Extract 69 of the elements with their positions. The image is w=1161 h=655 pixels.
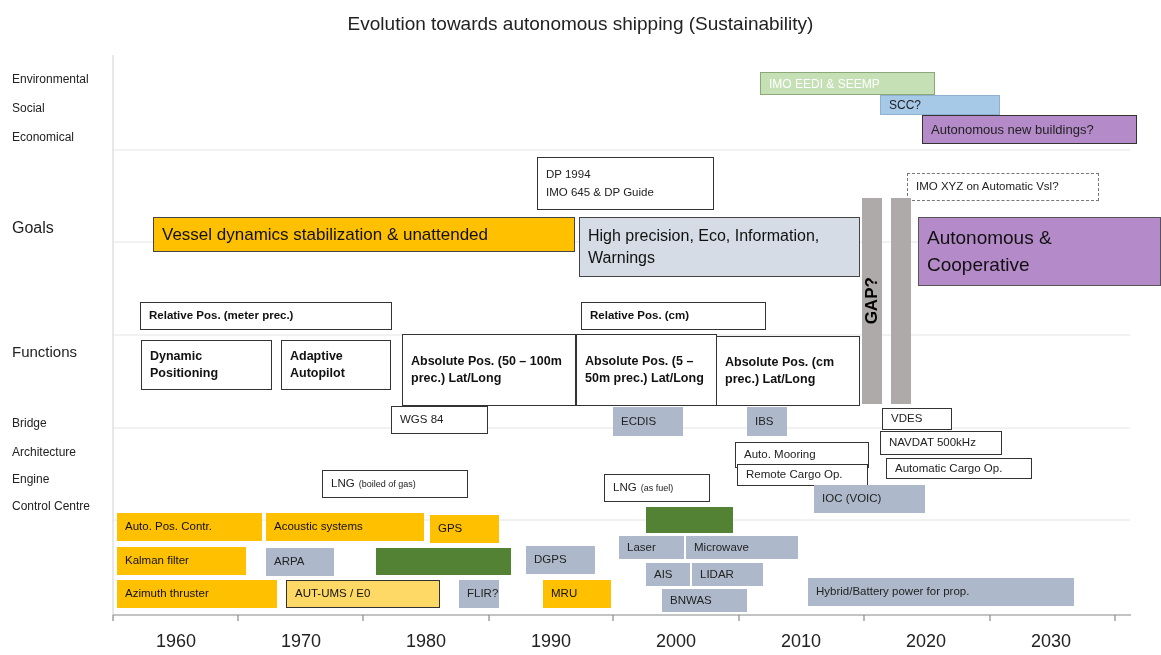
dashed-box: IMO XYZ on Automatic Vsl? bbox=[907, 173, 1099, 201]
row-label: Control Centre bbox=[12, 498, 91, 515]
row-label: Architecture bbox=[12, 444, 77, 461]
technology-box: AUT-UMS / E0 bbox=[286, 580, 440, 608]
technology-box: BNWAS bbox=[662, 589, 747, 612]
box-text: IMO 645 & DP Guide bbox=[546, 184, 654, 200]
title: Evolution towards autonomous shipping (Sustainability) bbox=[346, 12, 815, 36]
function-box: Absolute Pos. (5 – 50m prec.) Lat/Long bbox=[576, 334, 717, 406]
row-label: Goals bbox=[12, 218, 54, 238]
function-box: Absolute Pos. (50 – 100m prec.) Lat/Long bbox=[402, 334, 576, 406]
year-label: 1990 bbox=[531, 630, 571, 653]
timeline-box: Remote Cargo Op. bbox=[737, 464, 868, 486]
timeline-box bbox=[604, 474, 710, 502]
technology-box: Acoustic systems bbox=[266, 513, 424, 541]
technology-box bbox=[646, 507, 733, 533]
timeline-box: NAVDAT 500kHz bbox=[880, 431, 1002, 455]
year-label: 1970 bbox=[281, 630, 321, 653]
technology-box: FLIR? bbox=[459, 580, 499, 608]
technology-box: Auto. Pos. Contr. bbox=[117, 513, 262, 541]
gap-bar: GAP? bbox=[862, 198, 882, 404]
technology-box: AIS bbox=[646, 563, 690, 586]
row-label: Engine bbox=[12, 471, 50, 488]
gap-bar bbox=[891, 198, 911, 404]
function-box: Relative Pos. (meter prec.) bbox=[140, 302, 392, 330]
technology-box: Microwave bbox=[686, 536, 798, 559]
row-label: Functions bbox=[12, 342, 78, 362]
timeline-box: Automatic Cargo Op. bbox=[886, 458, 1032, 479]
technology-box: IOC (VOIC) bbox=[814, 485, 925, 513]
row-label: Social bbox=[12, 100, 45, 117]
year-label: 2030 bbox=[1031, 630, 1071, 653]
year-label: 2020 bbox=[906, 630, 946, 653]
technology-box: GPS bbox=[430, 515, 499, 543]
technology-box: DGPS bbox=[526, 546, 595, 574]
technology-box: Azimuth thruster bbox=[117, 580, 277, 608]
timeline-bar: IMO EEDI & SEEMP bbox=[760, 72, 935, 95]
function-box: Adaptive Autopilot bbox=[281, 340, 391, 390]
technology-box: MRU bbox=[543, 580, 611, 608]
year-label: 2010 bbox=[781, 630, 821, 653]
box-text: DP 1994 bbox=[546, 167, 592, 183]
technology-box: ECDIS bbox=[613, 407, 683, 436]
function-box: Dynamic Positioning bbox=[141, 340, 272, 390]
technology-box bbox=[376, 548, 511, 575]
box-text: (boiled of gas) bbox=[358, 478, 416, 492]
box-text: LNG bbox=[331, 476, 355, 492]
timeline-box: VDES bbox=[882, 408, 952, 430]
technology-box: ARPA bbox=[266, 548, 334, 576]
technology-box: LIDAR bbox=[692, 563, 763, 586]
year-label: 1980 bbox=[406, 630, 446, 653]
row-label: Bridge bbox=[12, 415, 47, 432]
timeline-bar: Autonomous new buildings? bbox=[922, 115, 1137, 144]
goal-box: Vessel dynamics stabilization & unattended bbox=[153, 217, 575, 252]
row-label: Environmental bbox=[12, 71, 89, 88]
function-box: Relative Pos. (cm) bbox=[581, 302, 766, 330]
year-label: 2000 bbox=[656, 630, 696, 653]
year-label: 1960 bbox=[156, 630, 196, 653]
technology-box: Laser bbox=[619, 536, 684, 559]
goal-box: High precision, Eco, Information, Warnings bbox=[579, 217, 860, 277]
goal-box: Autonomous & Cooperative bbox=[918, 217, 1161, 286]
technology-box: Hybrid/Battery power for prop. bbox=[808, 578, 1074, 606]
box-text: LNG bbox=[613, 480, 637, 496]
timeline-bar: SCC? bbox=[880, 95, 1000, 115]
row-label: Economical bbox=[12, 129, 75, 146]
box-text: (as fuel) bbox=[640, 482, 674, 496]
technology-box: Kalman filter bbox=[117, 547, 246, 575]
technology-box: IBS bbox=[747, 407, 787, 436]
timeline-box: WGS 84 bbox=[391, 406, 488, 434]
function-box: Absolute Pos. (cm prec.) Lat/Long bbox=[716, 336, 860, 406]
timeline-box bbox=[322, 470, 468, 498]
timeline-box bbox=[537, 157, 714, 210]
